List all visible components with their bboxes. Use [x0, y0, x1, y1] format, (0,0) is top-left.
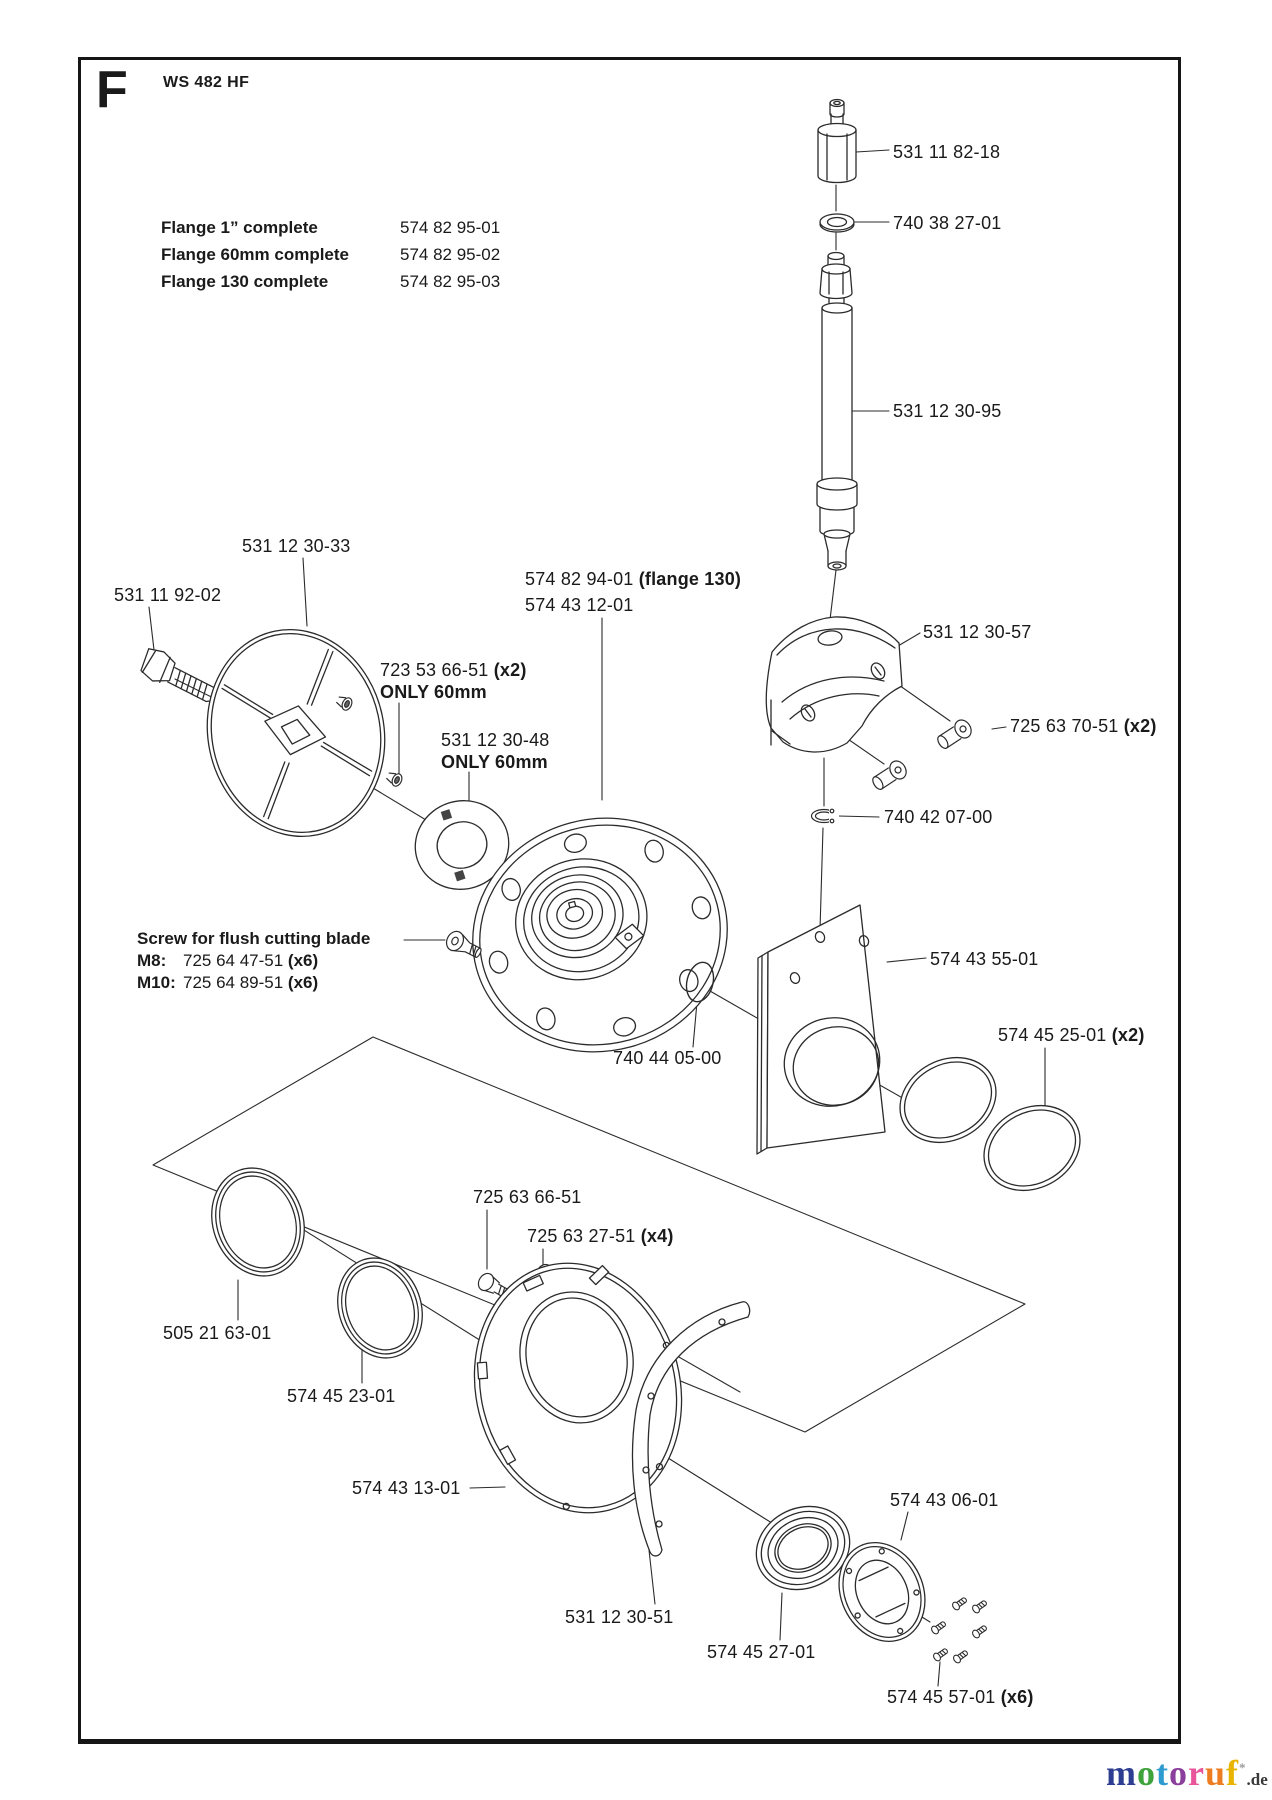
bearing-ring [755, 1505, 851, 1591]
leader-lines [148, 149, 1046, 1687]
plug [336, 696, 403, 787]
part-label-574-82-94-01: 574 82 94-01 (flange 130) [525, 569, 742, 589]
flush-screw-note: Screw for flush cutting blade M8:725 64 … [137, 929, 371, 992]
flange-screws [931, 1597, 987, 1664]
part-label-740-38-27-01: 740 38 27-01 [893, 213, 1002, 233]
blade-flange [472, 817, 728, 1053]
spacer-plate [756, 904, 886, 1155]
part-label-740-42-07-00: 740 42 07-00 [884, 807, 993, 827]
water-tube-shaft [816, 251, 858, 571]
section-letter: F [96, 61, 128, 119]
seal-ring-2 [337, 1257, 423, 1359]
part-label-574-43-06-01: 574 43 06-01 [890, 1490, 999, 1510]
flange-table-number: 574 82 95-01 [400, 218, 501, 237]
logo-letter: r [1188, 1753, 1205, 1793]
logo-letter: m [1106, 1753, 1137, 1793]
page-border [78, 57, 1181, 1744]
part-label-740-44-05-00: 740 44 05-00 [613, 1048, 722, 1068]
flange-table-name: Flange 1” complete [161, 218, 318, 237]
grease-fitting [817, 98, 857, 184]
part-label-574-45-23-01: 574 45 23-01 [287, 1386, 396, 1406]
part-label-574-43-55-01: 574 43 55-01 [930, 949, 1039, 969]
logo-letter: u [1204, 1753, 1227, 1793]
page-title: WS 482 HF [163, 74, 250, 91]
flush-cutting-screw [445, 930, 482, 958]
blade-guard-ring [473, 1262, 683, 1514]
crescent-guard-strip [631, 1301, 751, 1557]
logo-letter: f [1226, 1753, 1240, 1793]
part-label-725-63-66-51: 725 63 66-51 [473, 1187, 582, 1207]
part-label-725-63-70-51: 725 63 70-51 (x2) [1010, 716, 1157, 736]
part-label-531-11-82-18: 531 11 82-18 [893, 142, 1001, 162]
small-flange-ring [414, 800, 510, 890]
logo-letter: o [1169, 1753, 1188, 1793]
large-o-rings [899, 1056, 1081, 1192]
part-label-574-45-57-01: 574 45 57-01 (x6) [887, 1687, 1034, 1707]
flush-screw-note-title: Screw for flush cutting blade [137, 929, 371, 948]
part-label-505-21-63-01: 505 21 63-01 [163, 1323, 272, 1343]
part-label-574-43-13-01: 574 43 13-01 [352, 1478, 461, 1498]
blade-clamp [765, 616, 903, 753]
logo-letter: o [1137, 1753, 1156, 1793]
part-label-723-53-66-51: 723 53 66-51 (x2)ONLY 60mm [380, 660, 527, 702]
flange-table-number: 574 82 95-03 [400, 272, 501, 291]
logo-suffix: .de [1246, 1770, 1268, 1789]
trademark-mark: * [1239, 1760, 1247, 1775]
washer [819, 213, 855, 233]
part-label-531-12-30-95: 531 12 30-95 [893, 401, 1002, 421]
part-label-725-63-27-51: 725 63 27-51 (x4) [527, 1226, 674, 1246]
part-label-574-43-12-01: 574 43 12-01 [525, 595, 634, 615]
part-label-531-12-30-33: 531 12 30-33 [242, 536, 351, 556]
small-o-ring [685, 961, 715, 1003]
motoruf-logo: motoruf*.de [1106, 1752, 1268, 1794]
part-label-531-12-30-57: 531 12 30-57 [923, 622, 1032, 642]
circlip [810, 808, 839, 824]
flange-table-name: Flange 130 complete [161, 272, 329, 291]
guard-disc [206, 628, 386, 838]
part-label-531-11-92-02: 531 11 92-02 [114, 585, 222, 605]
mounting-plane-outline [152, 1036, 1026, 1433]
clamp-screw [872, 719, 972, 790]
seal-ring-1 [211, 1167, 305, 1277]
part-label-574-45-25-01: 574 45 25-01 (x2) [998, 1025, 1145, 1045]
part-label-574-45-27-01: 574 45 27-01 [707, 1642, 816, 1662]
bottom-flange [838, 1541, 926, 1643]
flange-table-name: Flange 60mm complete [161, 245, 350, 264]
flange-table-number: 574 82 95-02 [400, 245, 501, 264]
part-label-531-12-30-51: 531 12 30-51 [565, 1607, 674, 1627]
logo-letter: t [1156, 1753, 1169, 1793]
